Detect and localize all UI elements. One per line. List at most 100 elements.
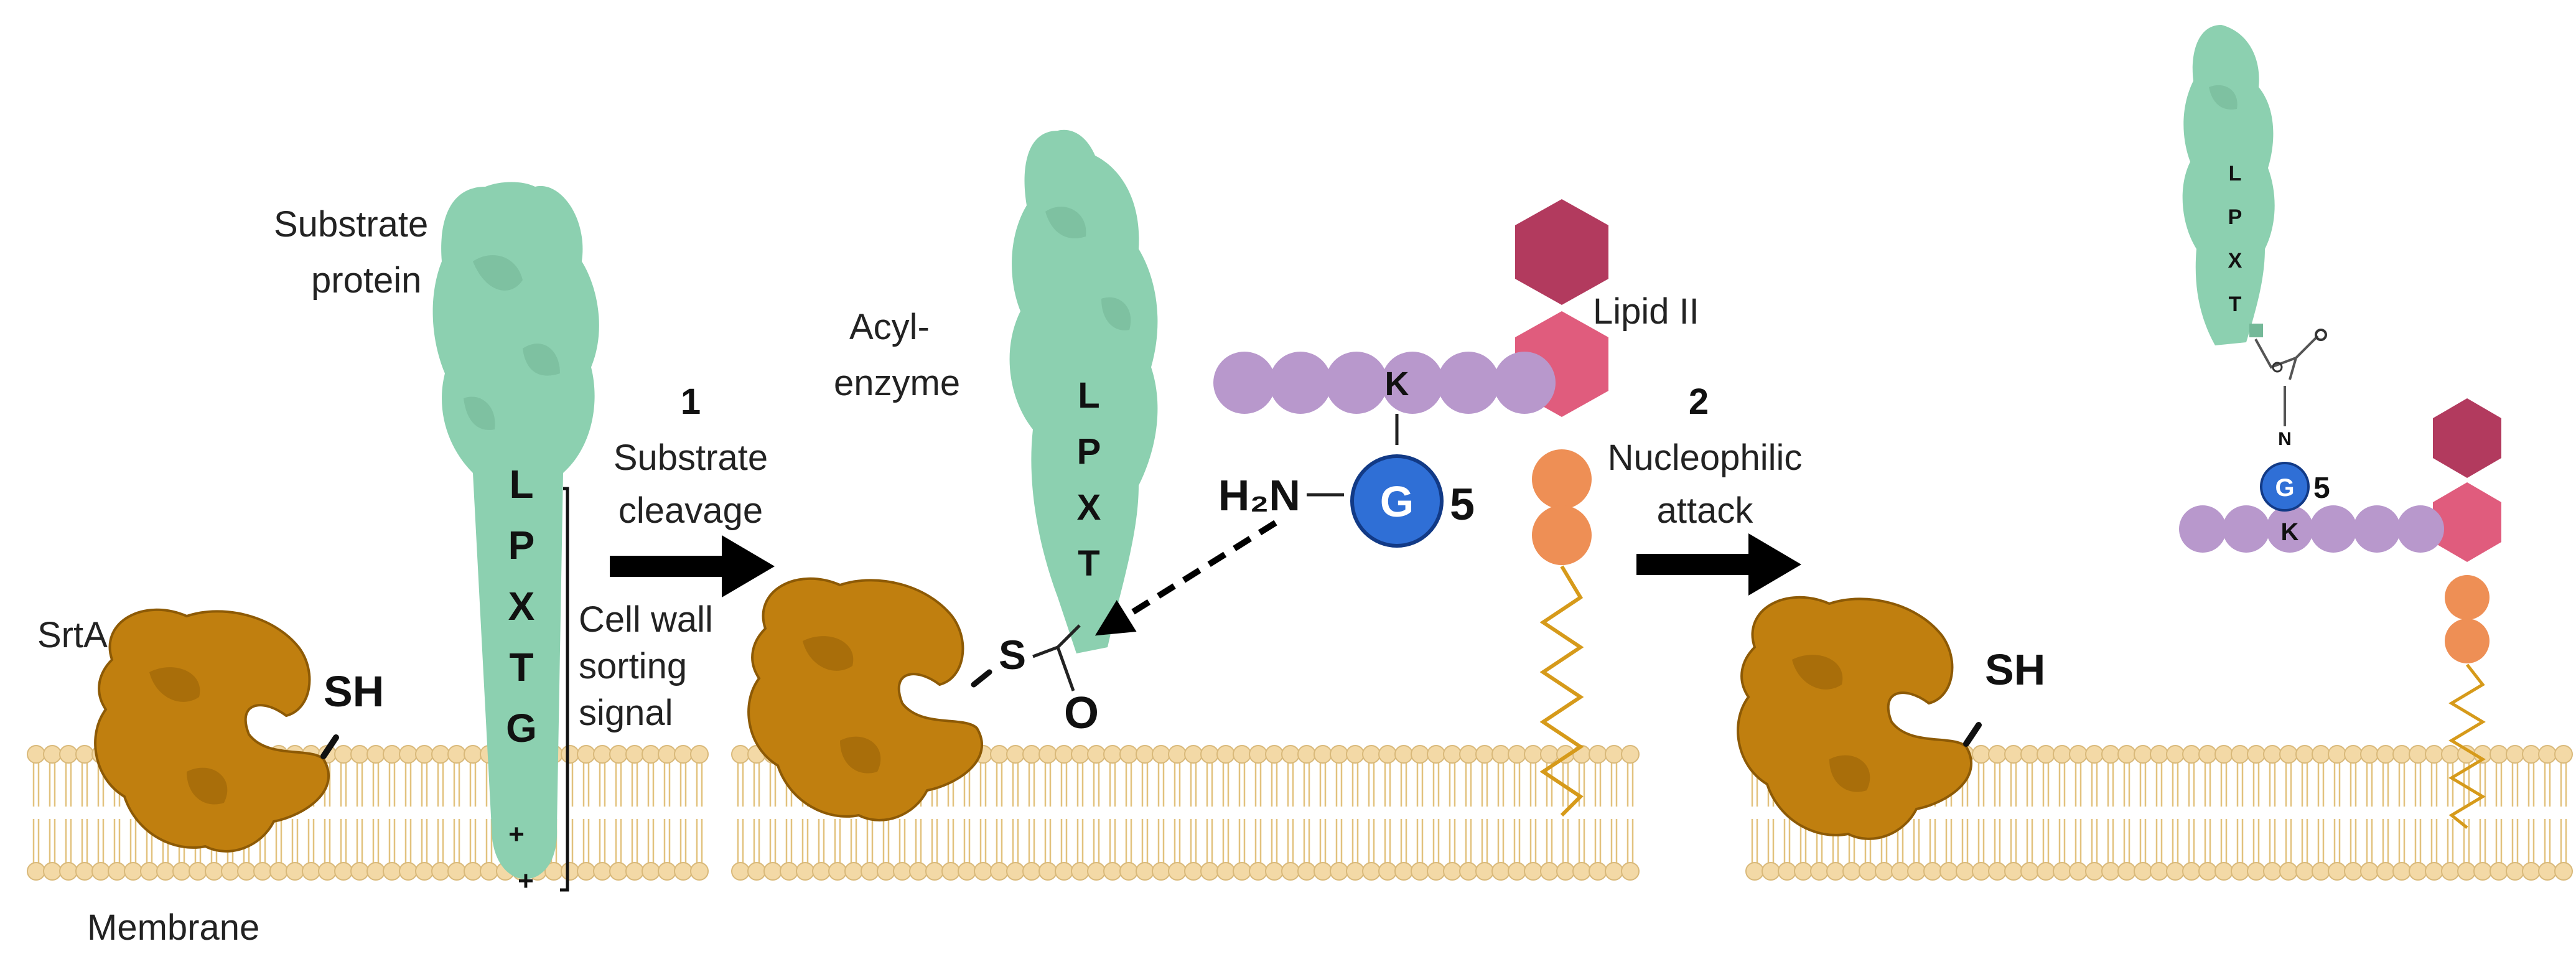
lipid-head	[2506, 862, 2524, 881]
lipid-head	[1589, 862, 1607, 881]
lipid-head	[431, 862, 450, 881]
lipid-head	[415, 745, 434, 764]
lipid-head	[1745, 862, 1764, 881]
lipid-head	[2360, 862, 2379, 881]
carbonyl-bonds	[1032, 624, 1081, 691]
lipid-head	[1038, 862, 1057, 881]
signal-label-line2: sorting	[579, 646, 687, 686]
lipid-head	[1956, 862, 1974, 881]
motif-letter: P	[508, 523, 535, 568]
lipid-head	[464, 745, 482, 764]
lipid-head	[1216, 745, 1235, 764]
motif-letter: T	[2229, 292, 2242, 316]
lipid-head	[2441, 862, 2460, 881]
lipid-head	[1572, 862, 1591, 881]
lipid-head	[674, 745, 693, 764]
lipid-head	[2214, 862, 2233, 881]
lipid-head	[59, 745, 78, 764]
nitrogen-label: N	[2278, 429, 2292, 449]
lipid-head	[1394, 745, 1413, 764]
lipid-head	[690, 862, 709, 881]
lipid-head	[1071, 862, 1090, 881]
lipid-head	[561, 862, 579, 881]
lipid-head	[1907, 862, 1926, 881]
sortase-enzyme-2	[747, 577, 983, 821]
lipid-head	[415, 862, 434, 881]
lipid-head	[2425, 862, 2443, 881]
lipid-head	[1006, 745, 1025, 764]
lipid-head	[2263, 745, 2282, 764]
lipid-head	[334, 745, 353, 764]
lipid-head	[1119, 745, 1138, 764]
lipid-head	[1152, 862, 1170, 881]
step1-arrow	[610, 535, 775, 597]
lipid-head	[2117, 745, 2136, 764]
lipid-head	[2214, 745, 2233, 764]
substrate-protein-1	[432, 182, 599, 879]
lipid-head	[1475, 862, 1494, 881]
lipid-head	[1055, 745, 1073, 764]
membrane-label: Membrane	[87, 907, 259, 948]
motif-letter: L	[2229, 162, 2242, 185]
lipid-head	[189, 862, 207, 881]
lipid-head	[2198, 862, 2217, 881]
lipid-head	[731, 862, 750, 881]
motif-letter: X	[508, 584, 535, 629]
lipid-head	[1939, 862, 1958, 881]
lipid-head	[2150, 745, 2168, 764]
lipid-head	[447, 745, 466, 764]
motif-letter: X	[1077, 487, 1101, 528]
lipid-head	[990, 862, 1009, 881]
lipid-head	[1330, 862, 1348, 881]
lipid-head	[2020, 862, 2039, 881]
lipid-head	[1794, 862, 1813, 881]
lipid-head	[1281, 862, 1300, 881]
lipid-head	[302, 862, 320, 881]
lipid-head	[2457, 862, 2476, 881]
lipid-head	[2004, 745, 2023, 764]
lipid-head	[2134, 745, 2152, 764]
lysine-label-3: K	[2281, 518, 2299, 546]
lipid-head	[2117, 862, 2136, 881]
lipid-head	[334, 862, 353, 881]
lipid-head	[2101, 862, 2120, 881]
lipid-head	[1362, 745, 1381, 764]
lipid-head	[893, 862, 912, 881]
lipid-head	[1589, 745, 1607, 764]
lipid-head	[269, 862, 288, 881]
lipid-head	[2247, 745, 2266, 764]
lipid-head	[2085, 745, 2104, 764]
substrate-label-line1: Substrate	[274, 204, 428, 245]
lipid-head	[1119, 862, 1138, 881]
lipid-head	[1524, 745, 1542, 764]
thiol-bond-1	[320, 734, 339, 759]
lipid-head	[2231, 745, 2249, 764]
lipid-head	[1168, 745, 1187, 764]
lipid-head	[1136, 745, 1154, 764]
sulfur-label: S	[999, 632, 1026, 678]
lipid-head	[1972, 862, 1990, 881]
lipid-head	[1762, 862, 1780, 881]
lipid-head	[399, 745, 418, 764]
lipid-head	[844, 862, 863, 881]
lipid-head	[2392, 745, 2411, 764]
lipid-head	[1491, 862, 1510, 881]
motif-letter: L	[509, 462, 533, 507]
lipid-head	[577, 745, 595, 764]
lipid-head	[1621, 862, 1640, 881]
amine-label: H₂N	[1218, 471, 1300, 520]
lipid-head	[2554, 862, 2573, 881]
lipid-head	[1216, 862, 1235, 881]
lipid-head	[91, 862, 110, 881]
lipid-head	[1875, 862, 1893, 881]
lipid-head	[286, 862, 304, 881]
lipid-head	[974, 862, 992, 881]
lipid-head	[43, 745, 62, 764]
lipid-head	[674, 862, 693, 881]
lipid-head	[1540, 862, 1559, 881]
lipid-head	[958, 862, 976, 881]
oxygen-label: O	[1064, 688, 1099, 738]
lipid-head	[1184, 862, 1203, 881]
step1-label-line2: cleavage	[618, 490, 763, 531]
lipid-head	[1071, 745, 1090, 764]
